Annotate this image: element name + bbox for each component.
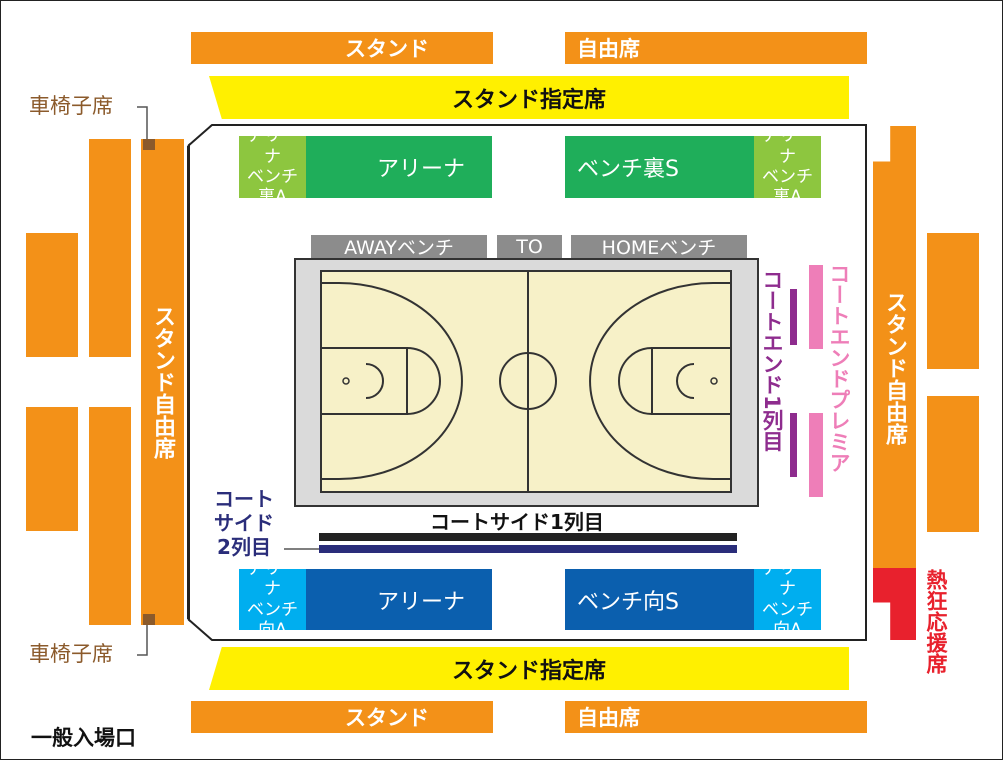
wheelchair-label-bottom: 車椅子席 bbox=[29, 642, 113, 666]
court-end-1st-row-bar-top[interactable] bbox=[790, 289, 797, 345]
home-bench[interactable]: HOMEベンチ bbox=[571, 235, 747, 259]
fanatic-label: 熱狂応援席 bbox=[924, 569, 949, 674]
away-bench-label: AWAYベンチ bbox=[344, 237, 454, 259]
courtside-2nd-row-label-line1: コート bbox=[214, 487, 274, 511]
arena-bench-back-s[interactable]: ベンチ裏S bbox=[565, 136, 754, 198]
wheelchair-label-top: 車椅子席 bbox=[29, 94, 113, 118]
home-bench-label: HOMEベンチ bbox=[601, 237, 717, 259]
left-outer-block-bottom[interactable] bbox=[26, 407, 78, 531]
basketball-court bbox=[294, 258, 759, 507]
arena-left-top[interactable]: アリーナ bbox=[306, 136, 492, 198]
arena-bench-back-a-left[interactable]: アリーナ ベンチ裏A bbox=[239, 126, 306, 207]
top-free-label: 自由席 bbox=[577, 37, 640, 61]
table-officials-label: TO bbox=[516, 235, 543, 258]
arena-bench-face-a-right-line2: ベンチ向A bbox=[762, 599, 813, 640]
court-end-1st-row-label: コートエンド1列目 bbox=[760, 269, 785, 452]
courtside-2nd-row-label-line3: 2列目 bbox=[217, 535, 271, 559]
top-free-section[interactable]: 自由席 bbox=[565, 32, 867, 64]
arena-left-bottom-label: アリーナ bbox=[376, 589, 465, 615]
top-reserved-section[interactable]: スタンド指定席 bbox=[209, 76, 849, 119]
wheelchair-marker-top bbox=[143, 139, 155, 150]
bottom-reserved-label: スタンド指定席 bbox=[451, 658, 606, 684]
arena-bench-face-a-right[interactable]: アリーナ ベンチ向A bbox=[754, 559, 821, 640]
general-entrance-label: 一般入場口 bbox=[31, 726, 136, 750]
arena-bench-face-a-left[interactable]: アリーナ ベンチ向A bbox=[239, 559, 306, 640]
left-mid-block-bottom[interactable] bbox=[89, 407, 131, 625]
arena-bench-back-a-right[interactable]: アリーナ ベンチ裏A bbox=[754, 126, 821, 207]
courtside-1st-row-bar[interactable] bbox=[319, 533, 737, 541]
arena-bench-face-s[interactable]: ベンチ向S bbox=[565, 569, 754, 630]
arena-bench-back-a-left-line2: ベンチ裏A bbox=[247, 167, 298, 208]
arena-left-bottom[interactable]: アリーナ bbox=[306, 569, 492, 630]
bottom-reserved-section[interactable]: スタンド指定席 bbox=[209, 647, 849, 690]
courtside-2nd-row-label: コート サイド 2列目 bbox=[209, 487, 279, 559]
arena-bench-face-a-left-line2: ベンチ向A bbox=[247, 599, 298, 640]
right-stand-free-section[interactable]: スタンド自由席 bbox=[873, 126, 916, 569]
arena-bench-back-a-right-line2: ベンチ裏A bbox=[762, 167, 813, 208]
away-bench[interactable]: AWAYベンチ bbox=[311, 235, 487, 259]
arena-bench-face-a-right-line1: アリーナ bbox=[762, 558, 813, 600]
arena-left-top-label: アリーナ bbox=[376, 157, 465, 182]
court-end-premier-bar-bottom[interactable] bbox=[809, 413, 823, 497]
left-mid-block-top[interactable] bbox=[89, 139, 131, 357]
bottom-free-label: 自由席 bbox=[577, 706, 640, 730]
wheelchair-marker-bottom bbox=[143, 614, 155, 625]
courtside-1st-row-label: コートサイド1列目 bbox=[430, 510, 604, 534]
left-outer-block-top[interactable] bbox=[26, 233, 78, 357]
court-end-premier-label: コートエンドプレミア bbox=[827, 263, 852, 473]
top-reserved-label: スタンド指定席 bbox=[451, 87, 606, 113]
bottom-free-section[interactable]: 自由席 bbox=[565, 701, 867, 733]
left-stand-free-section[interactable]: スタンド自由席 bbox=[141, 139, 184, 625]
arena-bench-face-s-label: ベンチ向S bbox=[577, 589, 679, 615]
court-end-premier-bar-top[interactable] bbox=[809, 265, 823, 349]
arena-bench-back-a-left-line1: アリーナ bbox=[247, 126, 298, 167]
top-stand-label: スタンド bbox=[345, 37, 429, 61]
right-outer-block-bottom[interactable] bbox=[927, 396, 979, 532]
bottom-stand-label: スタンド bbox=[345, 706, 429, 730]
right-outer-block-top[interactable] bbox=[927, 233, 979, 369]
arena-bench-back-a-right-line1: アリーナ bbox=[762, 126, 813, 167]
arena-bench-back-s-label: ベンチ裏S bbox=[577, 157, 679, 182]
table-officials[interactable]: TO bbox=[497, 235, 562, 258]
left-stand-free-label: スタンド自由席 bbox=[150, 305, 176, 459]
court-end-1st-row-bar-bottom[interactable] bbox=[790, 413, 797, 477]
courtside-2nd-row-bar[interactable] bbox=[319, 545, 737, 553]
top-stand-section[interactable]: スタンド bbox=[191, 32, 493, 64]
right-stand-free-label: スタンド自由席 bbox=[882, 290, 908, 445]
courtside-2nd-row-label-line2: サイド bbox=[214, 511, 274, 535]
bottom-stand-section[interactable]: スタンド bbox=[191, 701, 493, 733]
arena-bench-face-a-left-line1: アリーナ bbox=[247, 558, 298, 600]
